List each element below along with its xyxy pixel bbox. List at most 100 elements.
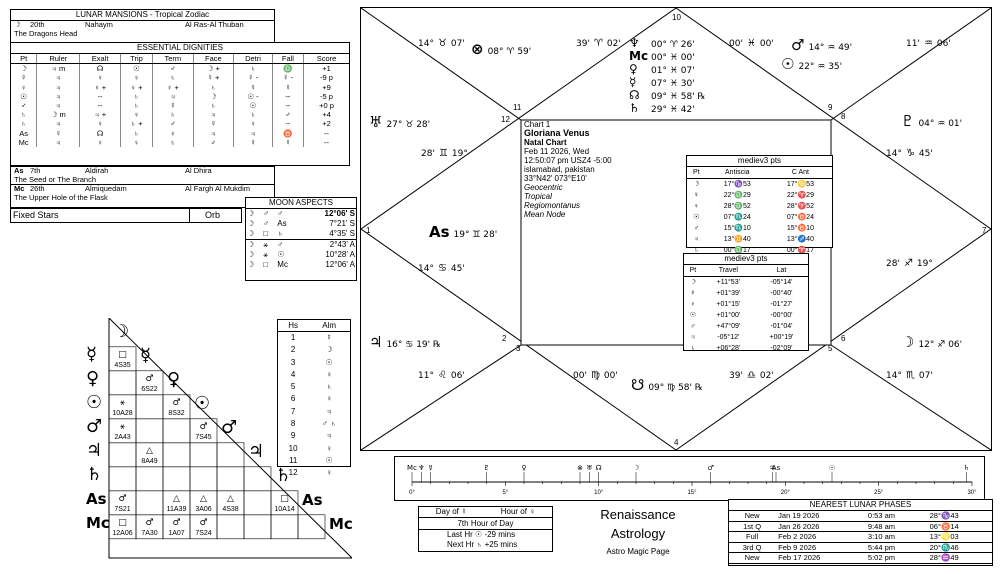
dignity-cell: ♃ + <box>79 110 121 120</box>
grid-diagonal-label: ♀ <box>167 369 180 390</box>
grid-aspect-symbol: △ <box>227 494 234 504</box>
dignity-cell: ♃ <box>36 137 80 148</box>
degree-bar-glyph: Mc <box>407 464 417 472</box>
moon-aspect-cell: ⚹ <box>263 250 268 259</box>
chart-coords: 33°N42' 073°E10' <box>524 174 587 183</box>
moon-aspect-row: ☽⚹☉10°28' A <box>246 250 356 260</box>
dignity-cell: ♄ <box>119 128 153 138</box>
dignity-cell: ♂ <box>20 101 27 111</box>
phase-cell: Full <box>746 532 759 542</box>
table-cell: 00°♈17 <box>786 247 814 254</box>
house-cell: ☉ <box>325 455 333 465</box>
lunar-mansions-panel: LUNAR MANSIONS - Tropical Zodiac ☽ 20th … <box>10 9 275 43</box>
table-row: ☿+01°39'-00°40' <box>684 288 808 299</box>
cusp-minute: 06' <box>450 371 465 381</box>
mansion-number: 26th <box>30 184 45 193</box>
chart-label-jup: ♃16° ♋ 19' ℞ <box>369 333 441 351</box>
cusp-minute: 45' <box>918 149 933 159</box>
chart-label-uranus: ♅27° ♉ 28' <box>369 113 430 131</box>
planet-glyph-icon: ♇ <box>901 112 915 130</box>
table-row: ♃-05°12'+00°19' <box>684 332 808 343</box>
table-row: ☉♃--♄♃☽☉ ----5 p <box>11 91 349 102</box>
dignity-cell: ♄ <box>192 82 234 92</box>
chart-place: islamabad, pakistan <box>524 165 595 174</box>
house-cell: ♀ <box>326 468 333 478</box>
grid-aspect-symbol: ♂ <box>118 494 126 504</box>
grid-aspect-symbol: ⚹ <box>120 422 126 432</box>
table-cell: 15°♏10 <box>723 225 751 232</box>
moon-glyph: ☽ <box>14 20 21 29</box>
phase-cell: Jan 26 2026 <box>778 521 820 531</box>
house-cell: 4 <box>290 369 296 379</box>
house-cell: 2 <box>290 345 296 355</box>
table-cell: -00°40' <box>770 290 793 297</box>
cusp-minute: 19° <box>916 259 933 269</box>
cusp-degree: 39' <box>576 39 590 49</box>
chart-line <box>361 8 522 121</box>
sign-icon: ♋ <box>437 263 447 274</box>
grid-cell <box>135 394 164 420</box>
cusp-degree: 14° <box>418 39 434 49</box>
dignity-cell: ☉ <box>233 101 273 111</box>
planet-position: 09° ♍ 58' ℞ <box>648 383 703 393</box>
degree-bar-glyph: ☽ <box>633 464 639 472</box>
house-cell: ♀ <box>326 369 333 379</box>
dignity-cell: +0 p <box>302 101 349 111</box>
dignity-cell: -5 p <box>302 91 349 102</box>
stacked-planet: ♀01° ♓ 07' <box>629 62 695 76</box>
dignity-header: Trip <box>119 54 153 65</box>
phase-cell: Feb 17 2026 <box>778 553 821 563</box>
moon-aspect-cell: 4°35' S <box>329 229 355 238</box>
grid-row-label: ♀ <box>86 368 99 389</box>
dignity-cell: ♃ <box>36 91 80 102</box>
planet-position: 04° ♒ 01' <box>918 119 963 129</box>
cusp-minute: 07' <box>918 371 933 381</box>
house-number: 4 <box>674 438 679 447</box>
phases-title: NEAREST LUNAR PHASES <box>729 500 992 511</box>
sign-icon: ♑ <box>905 148 915 159</box>
table-cell: 13°♐40 <box>786 236 814 243</box>
table-cell: 07°♏24 <box>723 214 751 221</box>
house-number: 12 <box>501 115 510 124</box>
grid-aspect-symbol: □ <box>280 494 289 504</box>
cusp-degree: 28' <box>421 149 435 159</box>
last-hour-value: -29 mins <box>484 530 516 539</box>
sign-icon: ♈ <box>593 38 603 49</box>
table-cell: 17°♑53 <box>723 181 751 188</box>
dignity-cell: ♄ <box>20 119 27 129</box>
chart-label-cusp9: 11'♒06' <box>906 38 951 49</box>
grid-row-label: ☿ <box>86 344 97 365</box>
phase-cell: 9:48 am <box>867 521 896 531</box>
phase-cell: New <box>744 511 760 520</box>
grid-cell <box>243 514 272 540</box>
antiscia-title: mediev3 pts <box>687 156 832 167</box>
house-cell: ♀ <box>326 394 333 404</box>
moon-aspect-row: ☽□♄4°35' S <box>246 229 356 240</box>
cusp-degree: 39' <box>729 371 743 381</box>
stacked-planet: ♆00° ♈ 26' <box>629 36 695 50</box>
moon-aspect-row: ☽♂♂12°06' S <box>246 209 356 219</box>
moon-aspect-cell: Mc <box>277 260 288 269</box>
table-row: 7♃ <box>278 406 350 418</box>
grid-aspect-symbol: ♂ <box>145 374 153 384</box>
chart-line <box>675 228 991 450</box>
cusp-degree: 11° <box>418 371 434 381</box>
moon-aspect-cell: 12°06' A <box>325 260 355 269</box>
last-hour-row: Last Hr ☉ -29 mins <box>419 530 552 540</box>
chart-label-cusp8: 14°♑45' <box>886 148 933 159</box>
grid-cell <box>108 466 137 492</box>
cusp-minute: 02' <box>606 39 621 49</box>
fixed-stars-panel[interactable]: Fixed Stars Orb <box>10 208 242 223</box>
grid-row-label: Mc <box>86 514 110 532</box>
chart-option: Tropical <box>524 192 552 201</box>
dignity-cell: ♀ + <box>79 82 121 92</box>
cusp-degree: 28' <box>886 259 900 269</box>
phase-cell: Jan 19 2026 <box>778 511 820 520</box>
grid-diagonal-label: As <box>302 491 323 509</box>
